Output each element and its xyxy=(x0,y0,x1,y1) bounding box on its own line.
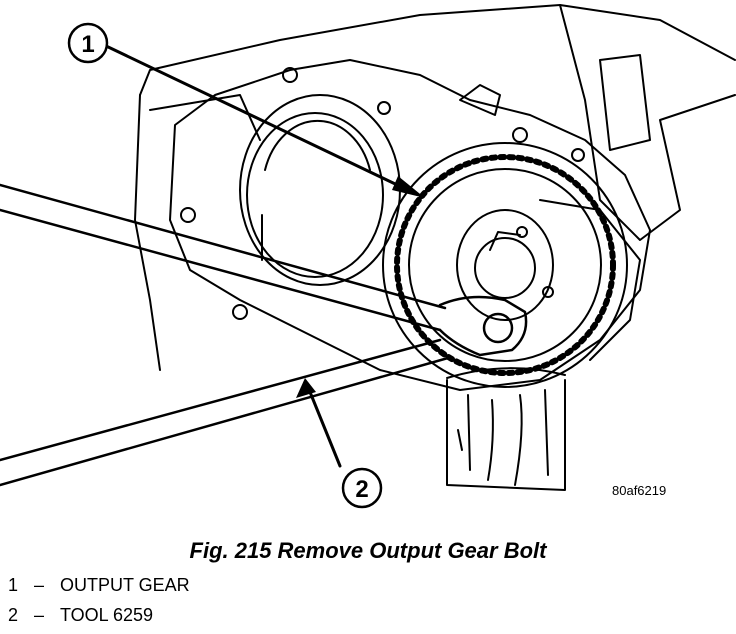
transfer-case-housing xyxy=(134,4,736,371)
case-plate xyxy=(169,59,651,391)
callout-2-arrowhead xyxy=(296,378,316,398)
wood-block xyxy=(446,367,566,491)
callout-2-marker: 2 xyxy=(341,467,383,509)
legend-item-2-label: TOOL 6259 xyxy=(60,605,154,625)
output-gear-bolt-illustration: 1 2 80af6219 xyxy=(0,4,736,509)
callout-2-number: 2 xyxy=(355,476,368,503)
output-gear xyxy=(382,142,628,388)
callout-1-number: 1 xyxy=(81,31,94,58)
legend-item-2: 2–TOOL 6259 xyxy=(8,605,153,626)
legend-item-1-separator: – xyxy=(34,575,45,595)
callout-leaders xyxy=(102,43,414,468)
legend-item-1-number: 1 xyxy=(8,575,19,595)
legend-item-1: 1–OUTPUT GEAR xyxy=(8,575,190,596)
callout-1-arrowhead xyxy=(392,176,425,198)
legend-item-2-number: 2 xyxy=(8,605,19,625)
legend-item-1-label: OUTPUT GEAR xyxy=(60,575,190,595)
input-bore xyxy=(239,94,401,286)
legend-item-2-separator: – xyxy=(34,605,45,625)
figure-caption: Fig. 215 Remove Output Gear Bolt xyxy=(189,538,547,563)
callout-1-marker: 1 xyxy=(67,22,109,64)
tool-6259 xyxy=(0,183,528,487)
figure-id: 80af6219 xyxy=(612,483,666,498)
